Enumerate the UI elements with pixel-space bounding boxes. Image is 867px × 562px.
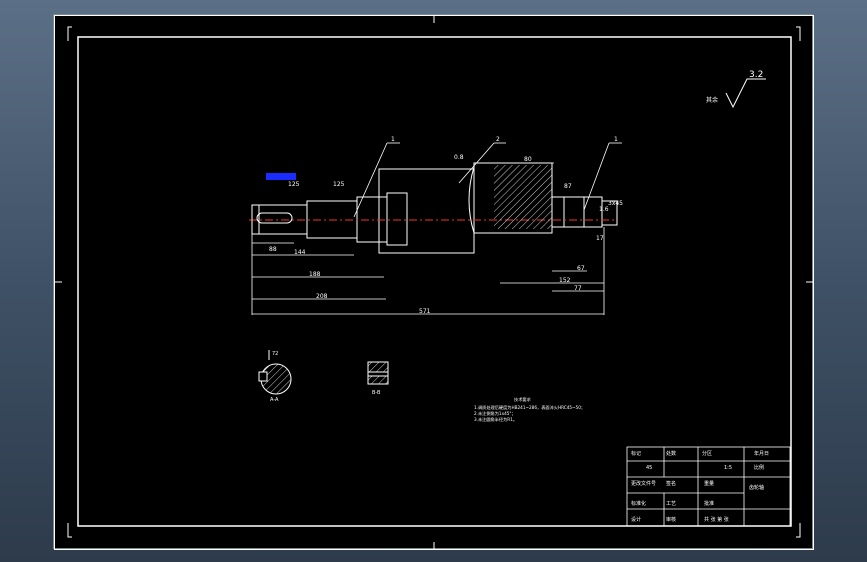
tb-row-label-2: 处数	[666, 450, 676, 457]
dim-188: 188	[309, 271, 321, 278]
dim-88: 88	[269, 246, 277, 253]
outer-border	[54, 15, 814, 550]
leader-label-b: 2	[496, 136, 500, 143]
keyway	[256, 212, 293, 224]
roughness-mark-1: 0.8	[454, 154, 464, 161]
dim-87: 87	[564, 183, 572, 190]
shaft-seat-right	[551, 196, 603, 228]
tb-role-review: 审核	[666, 516, 676, 523]
notes-line-3: 3.未注圆角半径为R1。	[474, 416, 517, 423]
dim-144: 144	[294, 249, 306, 256]
drawing-viewport[interactable]: 88 144 188 208 571 80 67 77 152 17 87 12…	[53, 14, 814, 550]
dim-152: 152	[559, 277, 571, 284]
tb-sheet-label: 共 张 第 张	[704, 516, 729, 523]
dim-17: 17	[596, 235, 604, 242]
dim-208: 208	[316, 293, 328, 300]
tb-row-label-4: 更改文件号	[631, 480, 656, 487]
leader-label-c: 1	[614, 136, 618, 143]
title-block	[626, 446, 791, 527]
tb-material: 45	[646, 465, 652, 471]
tb-row-label-5: 签名	[666, 480, 676, 487]
roughness-value: 3.2	[749, 70, 763, 80]
dim-3x45: 3x45	[608, 200, 623, 207]
drawing-canvas: 88 144 188 208 571 80 67 77 152 17 87 12…	[54, 15, 814, 550]
dim-125a: 125	[288, 181, 300, 188]
shaft-part	[249, 162, 618, 254]
section-dim: 72	[272, 351, 278, 357]
dim-80: 80	[524, 156, 532, 163]
shaft-end-right	[601, 200, 618, 226]
tb-scale-label: 比例	[754, 464, 764, 471]
section-view-a: 72 A-A	[258, 350, 292, 403]
tb-row-label-6: 年月日	[754, 450, 769, 457]
selected-annotation[interactable]	[266, 173, 296, 180]
leader-label-a: 1	[391, 136, 395, 143]
inner-border	[77, 36, 792, 527]
notes-line-2: 2.未注倒角为1x45°；	[474, 410, 516, 417]
dim-67: 67	[577, 265, 585, 272]
section-view-b: B-B	[367, 361, 389, 396]
title-block-text: 45 1:5 齿轮轴 标准化 重量 比例 共 张 第 张 设计 审核 工艺 批准…	[631, 450, 769, 523]
tb-std-label: 标准化	[631, 500, 646, 507]
hatched-section	[494, 165, 552, 229]
tb-role-design: 设计	[631, 516, 641, 523]
dim-77: 77	[574, 285, 582, 292]
tb-weight-label: 重量	[704, 480, 714, 487]
notes-line-1: 1.调质处理后硬度为HB241~286，表面淬火HRC45~50；	[474, 404, 585, 411]
centering-marks	[54, 15, 814, 550]
sheet-frame	[54, 15, 814, 550]
section-label-b: B-B	[372, 390, 381, 396]
notes-heading: 技术要求	[514, 396, 532, 403]
dim-125b: 125	[333, 181, 345, 188]
dim-571: 571	[419, 308, 431, 315]
technical-notes: 技术要求 1.调质处理后硬度为HB241~286，表面淬火HRC45~50； 2…	[474, 396, 585, 423]
shaft-collar	[386, 192, 408, 246]
dimension-lines	[251, 142, 622, 315]
roughness-mark-2: 1.6	[599, 206, 609, 213]
tb-scale: 1:5	[724, 465, 732, 471]
section-label-a: A-A	[270, 397, 279, 403]
tb-row-label-1: 标记	[631, 450, 641, 457]
roughness-symbol: 3.2 其余	[706, 70, 766, 109]
corner-marks	[67, 26, 801, 538]
tb-row-label-3: 分区	[702, 450, 712, 457]
roughness-prefix: 其余	[706, 96, 718, 104]
dimension-texts: 88 144 188 208 571 80 67 77 152 17 87 12…	[269, 136, 623, 315]
tb-drawing-name: 齿轮轴	[749, 484, 764, 491]
tb-role-process: 工艺	[666, 501, 676, 507]
tb-role-approve: 批准	[704, 500, 714, 507]
